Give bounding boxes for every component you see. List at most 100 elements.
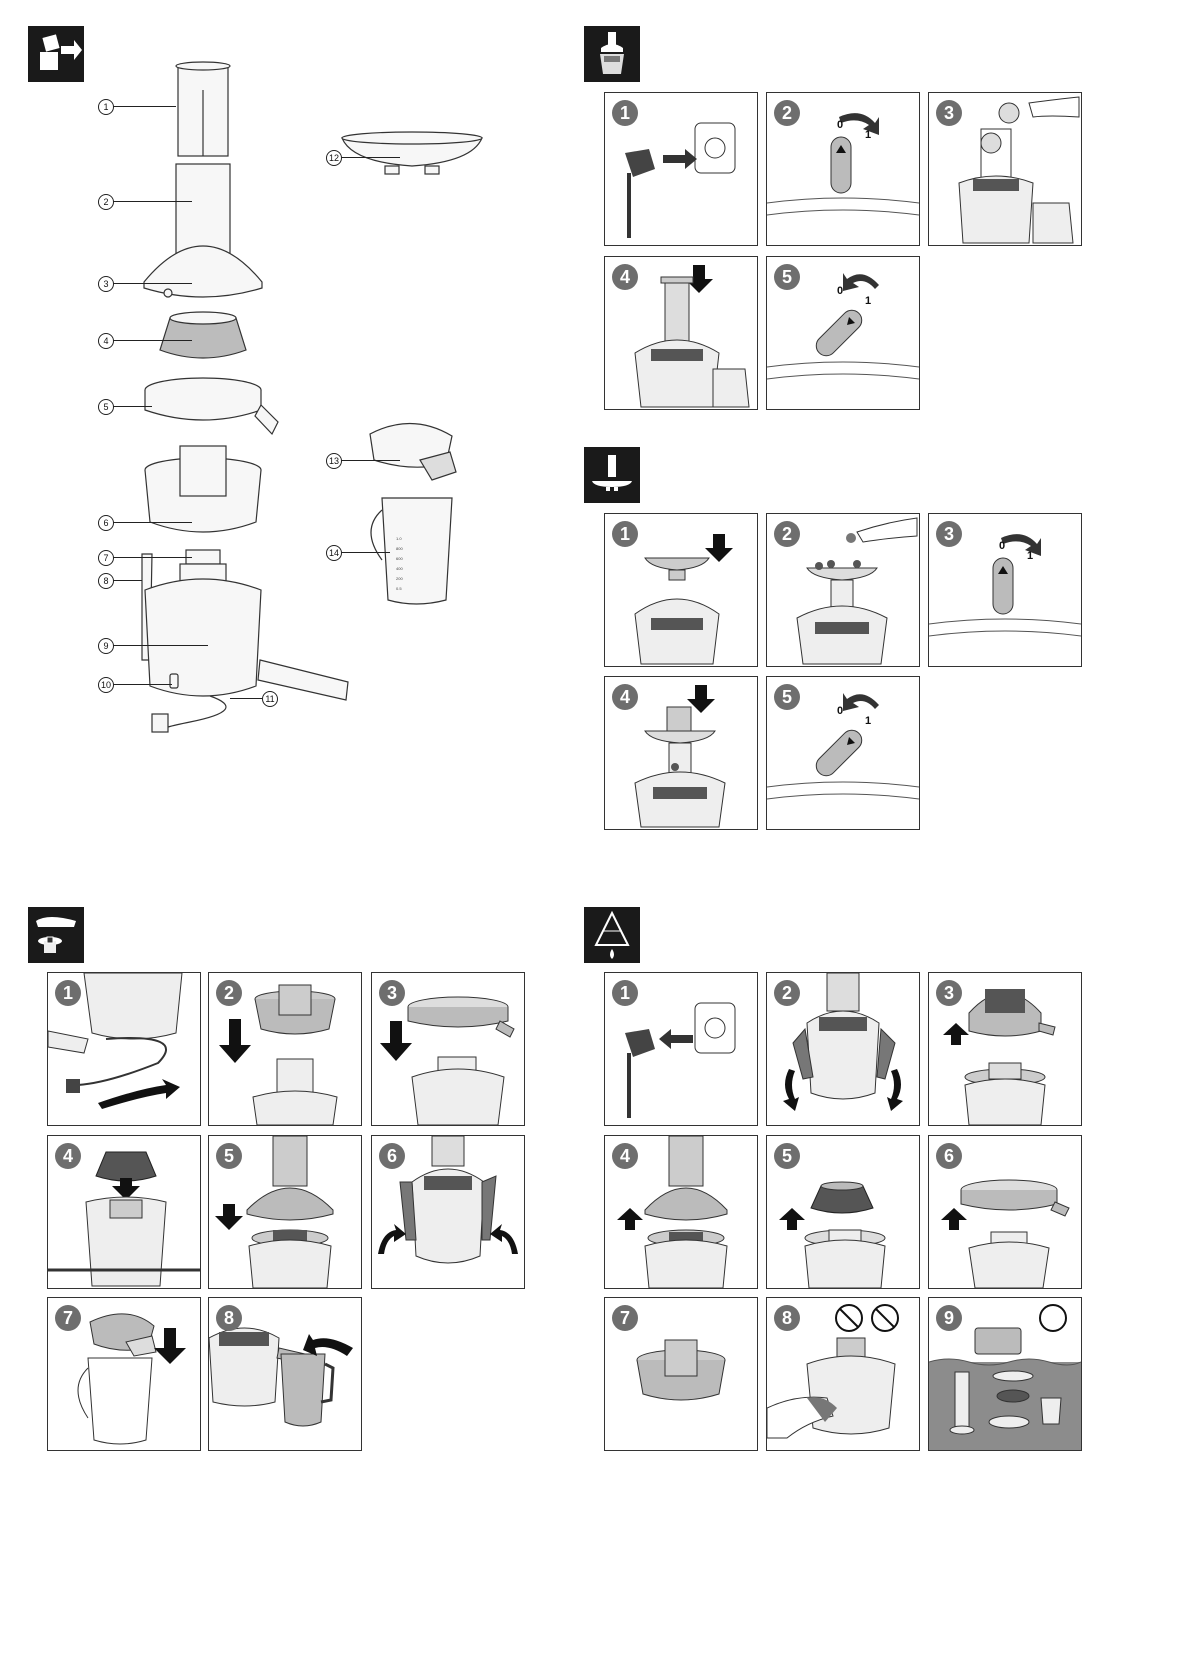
- assembly-step-2: 2: [208, 972, 362, 1126]
- jug-scale-label: 1.0: [396, 536, 402, 541]
- assembly-step-8: 8: [208, 1297, 362, 1451]
- switch-on-label: 1: [865, 715, 871, 727]
- feeding-tray-icon: [584, 447, 640, 503]
- callout-leader: [112, 557, 192, 558]
- switch-on-label: 1: [865, 129, 871, 141]
- jug-scale-label: 800: [396, 546, 403, 551]
- step-number: 9: [936, 1305, 962, 1331]
- callout-14: 14: [326, 545, 342, 561]
- callout-leader: [112, 580, 142, 581]
- jug-scale-label: 200: [396, 576, 403, 581]
- callout-leader: [230, 698, 262, 699]
- callout-1: 1: [98, 99, 114, 115]
- switch-off-label: 0: [999, 540, 1005, 552]
- callout-leader: [112, 645, 208, 646]
- assembly-step-1: 1: [47, 972, 201, 1126]
- callout-leader: [340, 157, 400, 158]
- step-number: 2: [774, 521, 800, 547]
- step-number: 4: [55, 1143, 81, 1169]
- parts-exploded-diagram: 1.0 800 600 400 200 0.5: [90, 60, 540, 820]
- step-number: 4: [612, 1143, 638, 1169]
- parts-drawing: 1.0 800 600 400 200 0.5: [90, 60, 540, 820]
- step-number: 1: [55, 980, 81, 1006]
- callout-leader: [112, 522, 192, 523]
- step-number: 5: [774, 1143, 800, 1169]
- step-number: 1: [612, 980, 638, 1006]
- cleaning-step-9: 9: [928, 1297, 1082, 1451]
- callout-leader: [112, 283, 192, 284]
- step-number: 4: [612, 264, 638, 290]
- callout-leader: [112, 340, 192, 341]
- cleaning-step-6: 6: [928, 1135, 1082, 1289]
- callout-10: 10: [98, 677, 114, 693]
- callout-11: 11: [262, 691, 278, 707]
- step-number: 6: [379, 1143, 405, 1169]
- berries-step-3: 0 1 3: [928, 513, 1082, 667]
- cleaning-step-5: 5: [766, 1135, 920, 1289]
- step-number: 6: [936, 1143, 962, 1169]
- jug-scale-label: 0.5: [396, 586, 402, 591]
- step-number: 3: [936, 980, 962, 1006]
- juicer-icon: [584, 26, 640, 82]
- callout-leader: [112, 406, 152, 407]
- callout-6: 6: [98, 515, 114, 531]
- step-number: 1: [612, 521, 638, 547]
- assembly-step-6: 6: [371, 1135, 525, 1289]
- callout-12: 12: [326, 150, 342, 166]
- step-number: 8: [774, 1305, 800, 1331]
- juicing-step-2: 0 1 2: [766, 92, 920, 246]
- juicing-step-1: 1: [604, 92, 758, 246]
- callout-leader: [340, 460, 400, 461]
- berries-step-5: 0 1 5: [766, 676, 920, 830]
- callout-7: 7: [98, 550, 114, 566]
- switch-off-label: 0: [837, 119, 843, 131]
- step-number: 2: [774, 100, 800, 126]
- cleaning-step-3: 3: [928, 972, 1082, 1126]
- step-number: 7: [55, 1305, 81, 1331]
- callout-3: 3: [98, 276, 114, 292]
- dishwasher-safe-icon: [1040, 1305, 1066, 1331]
- hand-assemble-icon: [28, 907, 84, 963]
- callout-5: 5: [98, 399, 114, 415]
- box-unpack-icon: [28, 26, 84, 82]
- berries-step-1: 1: [604, 513, 758, 667]
- step-number: 5: [774, 264, 800, 290]
- step-number: 4: [612, 684, 638, 710]
- assembly-step-4: 4: [47, 1135, 201, 1289]
- jug-scale-label: 600: [396, 556, 403, 561]
- switch-on-label: 1: [865, 295, 871, 307]
- callout-leader: [112, 201, 192, 202]
- assembly-step-3: 3: [371, 972, 525, 1126]
- callout-2: 2: [98, 194, 114, 210]
- callout-13: 13: [326, 453, 342, 469]
- cleaning-step-2: 2: [766, 972, 920, 1126]
- switch-off-label: 0: [837, 705, 843, 717]
- step-number: 3: [936, 100, 962, 126]
- assembly-step-5: 5: [208, 1135, 362, 1289]
- jug-scale-label: 400: [396, 566, 403, 571]
- step-number: 5: [774, 684, 800, 710]
- berries-step-2: 2: [766, 513, 920, 667]
- callout-9: 9: [98, 638, 114, 654]
- cleaning-step-7: 7: [604, 1297, 758, 1451]
- juicing-step-5: 0 1 5: [766, 256, 920, 410]
- step-number: 2: [774, 980, 800, 1006]
- cleaning-step-8: 8: [766, 1297, 920, 1451]
- step-number: 3: [379, 980, 405, 1006]
- step-number: 7: [612, 1305, 638, 1331]
- berries-step-4: 4: [604, 676, 758, 830]
- cleaning-step-4: 4: [604, 1135, 758, 1289]
- assembly-step-7: 7: [47, 1297, 201, 1451]
- switch-off-label: 0: [837, 285, 843, 297]
- callout-leader: [112, 684, 172, 685]
- callout-leader: [112, 106, 176, 107]
- callout-leader: [340, 552, 390, 553]
- step-number: 1: [612, 100, 638, 126]
- step-number: 3: [936, 521, 962, 547]
- juicing-step-3: 3: [928, 92, 1082, 246]
- callout-8: 8: [98, 573, 114, 589]
- callout-4: 4: [98, 333, 114, 349]
- cleaning-step-1: 1: [604, 972, 758, 1126]
- juicing-step-4: 4: [604, 256, 758, 410]
- cloth-drop-icon: [584, 907, 640, 963]
